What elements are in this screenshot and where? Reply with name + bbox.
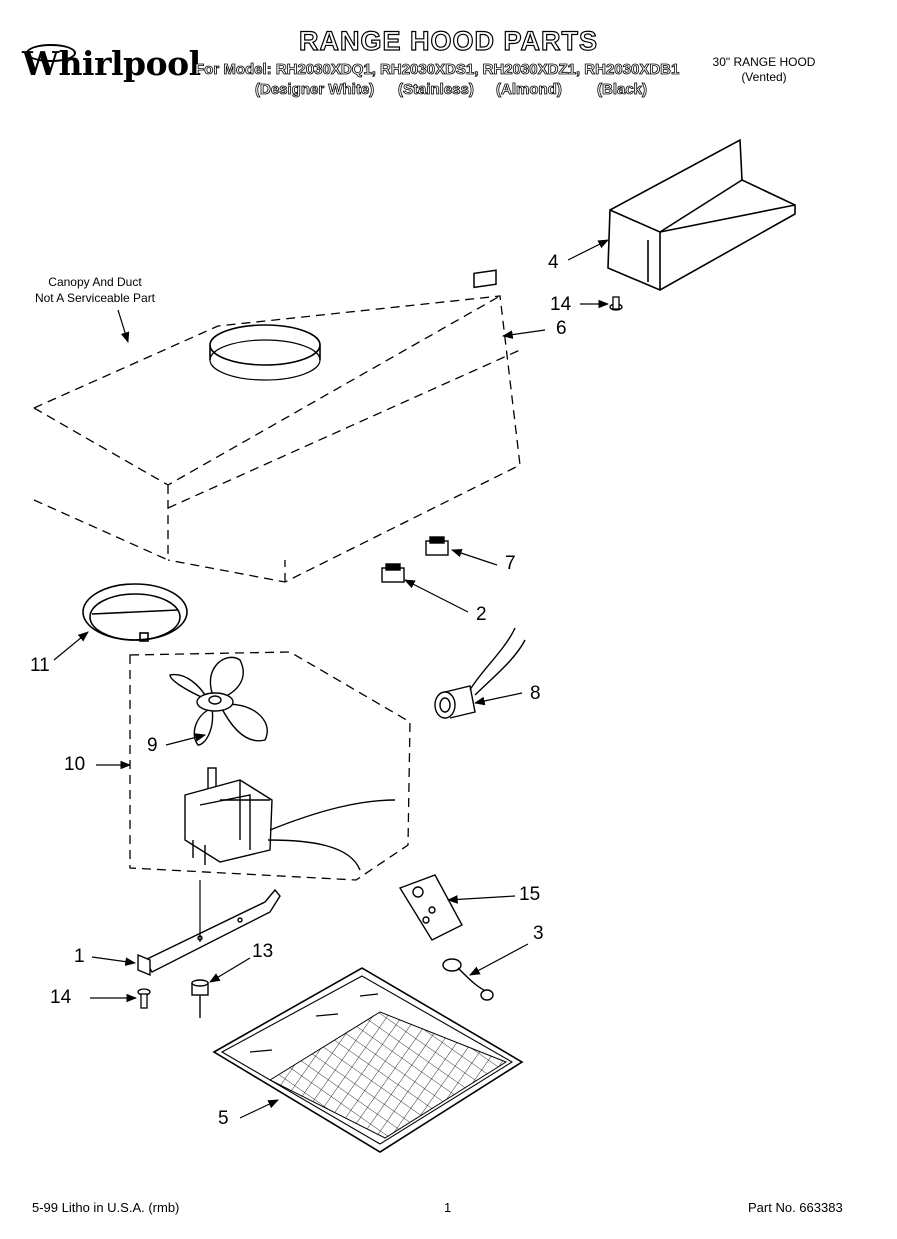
canopy-outline (33, 295, 521, 583)
leader-11 (53, 631, 89, 661)
callout-2: 2 (476, 604, 487, 625)
callout-8: 8 (530, 683, 541, 704)
leader-6 (501, 329, 546, 339)
callout-6: 6 (556, 318, 567, 339)
leader-9 (165, 733, 207, 746)
callout-14-upper: 14 (550, 294, 572, 315)
product-type: (Vented) (741, 70, 787, 84)
leader-5 (239, 1099, 279, 1119)
variant-almond: (Almond) (496, 81, 563, 99)
part-14-screw-lower (137, 988, 151, 1009)
leader-8 (473, 692, 523, 706)
part-14-screw-upper (609, 296, 623, 311)
leader-15 (446, 895, 516, 904)
callout-1: 1 (74, 946, 85, 967)
page-title: RANGE HOOD PARTS (298, 25, 598, 56)
part-6-rating-label (473, 269, 497, 289)
callout-13: 13 (252, 941, 274, 962)
part-10-motor-assembly-outline (129, 651, 411, 881)
callout-3: 3 (533, 923, 544, 944)
footer-page-number: 1 (444, 1200, 452, 1215)
leader-4 (567, 239, 609, 261)
leader-3 (469, 943, 529, 976)
blower-motor (184, 767, 396, 871)
part-2-switch (381, 563, 405, 583)
variant-stainless: (Stainless) (398, 81, 475, 99)
part-9-fan-blade (169, 656, 268, 746)
callout-15: 15 (519, 884, 541, 905)
part-13-nut (191, 979, 209, 1018)
model-list: For Model: RH2030XDQ1, RH2030XDS1, RH203… (195, 61, 680, 79)
callout-10: 10 (64, 754, 86, 775)
callout-11: 11 (30, 655, 50, 676)
variant-designer-white: (Designer White) (255, 81, 375, 99)
callout-9: 9 (147, 735, 158, 756)
part-15-lamp-bracket (398, 874, 463, 941)
leader-7 (450, 548, 498, 566)
leader-canopy-note (117, 309, 130, 344)
product-description: 30" RANGE HOOD (Vented) (700, 55, 828, 85)
canopy-note: Canopy And Duct Not A Serviceable Part (20, 274, 170, 306)
leader-13 (209, 957, 251, 983)
canopy-note-line2: Not A Serviceable Part (34, 291, 156, 305)
part-4-damper-box (607, 138, 796, 291)
callout-7: 7 (505, 553, 516, 574)
duct-collar (209, 324, 321, 381)
part-8-lamp-socket (434, 627, 526, 719)
footer-print-info: 5-99 Litho in U.S.A. (rmb) (32, 1200, 180, 1215)
part-7-switch (425, 536, 449, 556)
part-1-motor-bracket (137, 888, 281, 977)
variant-black: (Black) (597, 81, 648, 99)
brand-logo: Whirlpool (22, 44, 201, 83)
part-5-grease-filter (212, 967, 524, 1153)
part-11-fan-ring (82, 583, 188, 642)
brand-logo-ring (26, 44, 76, 62)
footer-part-number: Part No. 663383 (748, 1200, 843, 1215)
canopy-note-line1: Canopy And Duct (48, 275, 142, 289)
product-name: 30" RANGE HOOD (712, 55, 816, 69)
callout-4: 4 (548, 252, 559, 273)
callout-5: 5 (218, 1108, 229, 1129)
leader-2 (404, 579, 469, 613)
leader-1 (91, 956, 137, 966)
part-3-strain-relief (442, 958, 494, 1001)
callout-14-lower: 14 (50, 987, 72, 1008)
